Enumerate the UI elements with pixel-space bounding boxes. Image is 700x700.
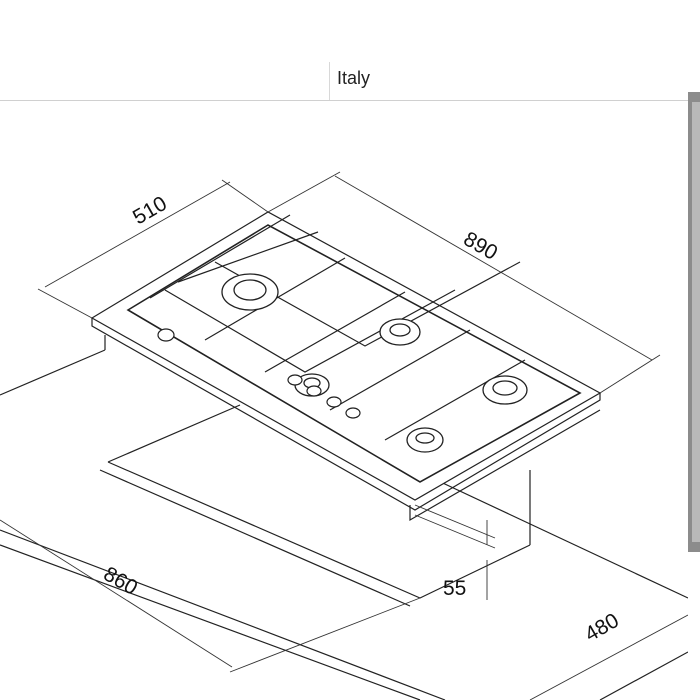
knob-icon [287,374,303,386]
dimension-55: 55 [443,577,466,600]
header-divider [0,100,688,101]
hob-body [90,211,602,522]
dimension-lines [0,171,688,700]
knob-icon [157,328,175,342]
dimension-480: 480 [581,609,623,646]
knob-icon [345,407,361,419]
side-panel-scrollbar[interactable] [688,92,700,552]
country-label: Italy [337,68,371,88]
dimension-510: 510 [129,192,171,229]
dimension-890: 890 [460,227,502,264]
knob-icon [326,396,342,408]
burners [221,273,528,453]
knob-icon [306,385,322,397]
header-separator [329,62,330,100]
control-knobs [157,328,361,419]
